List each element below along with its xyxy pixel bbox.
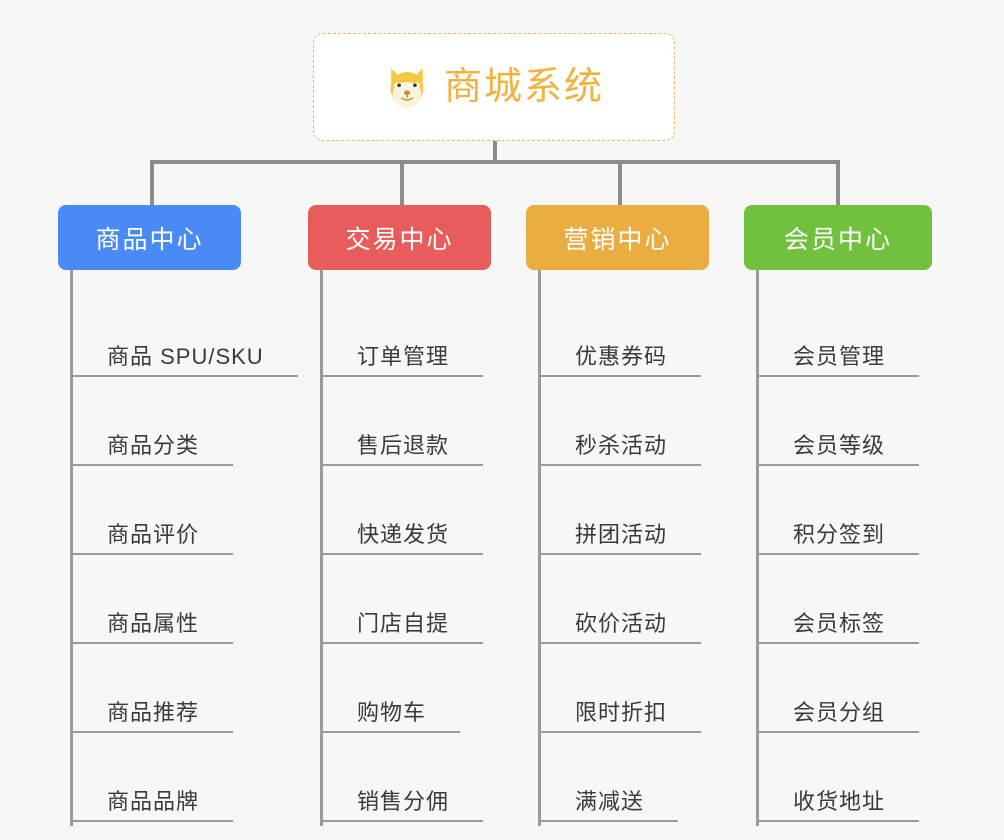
leaf-item[interactable]: 订单管理 bbox=[323, 292, 538, 381]
leaf-label: 快递发货 bbox=[323, 522, 484, 555]
category-header-2[interactable]: 交易中心 bbox=[308, 205, 491, 270]
connector-drop-2 bbox=[400, 160, 404, 208]
branch-column-1: 商品中心 商品 SPU/SKU 商品分类 商品评价 商品属性 商品推荐 商品品牌 bbox=[58, 205, 298, 826]
leaf-label: 优惠券码 bbox=[541, 344, 702, 377]
leaf-label: 收货地址 bbox=[759, 789, 920, 822]
leaf-label: 会员等级 bbox=[759, 433, 920, 466]
branch-column-2: 交易中心 订单管理 售后退款 快递发货 门店自提 购物车 销售分佣 bbox=[308, 205, 538, 826]
leaf-item[interactable]: 商品品牌 bbox=[73, 737, 288, 826]
leaf-label: 商品分类 bbox=[73, 433, 234, 466]
branch-column-3: 营销中心 优惠券码 秒杀活动 拼团活动 砍价活动 限时折扣 满减送 bbox=[526, 205, 756, 826]
leaf-item[interactable]: 快递发货 bbox=[323, 470, 538, 559]
category-label-1: 商品中心 bbox=[95, 225, 204, 254]
leaf-item[interactable]: 会员等级 bbox=[759, 381, 974, 470]
branch-trunk-1: 商品 SPU/SKU 商品分类 商品评价 商品属性 商品推荐 商品品牌 bbox=[70, 270, 298, 826]
leaf-label: 商品 SPU/SKU bbox=[73, 344, 298, 377]
leaf-item[interactable]: 销售分佣 bbox=[323, 737, 538, 826]
leaf-label: 会员管理 bbox=[759, 344, 920, 377]
leaf-item[interactable]: 满减送 bbox=[541, 737, 756, 826]
dog-face-icon bbox=[390, 68, 424, 108]
category-label-2: 交易中心 bbox=[345, 225, 454, 254]
leaf-item[interactable]: 优惠券码 bbox=[541, 292, 756, 381]
leaf-label: 拼团活动 bbox=[541, 522, 702, 555]
leaf-item[interactable]: 积分签到 bbox=[759, 470, 974, 559]
leaf-item[interactable]: 秒杀活动 bbox=[541, 381, 756, 470]
category-header-4[interactable]: 会员中心 bbox=[744, 205, 932, 270]
leaf-label: 商品推荐 bbox=[73, 700, 234, 733]
leaf-label: 订单管理 bbox=[323, 344, 484, 377]
leaf-item[interactable]: 商品 SPU/SKU bbox=[73, 292, 298, 381]
leaf-item[interactable]: 会员分组 bbox=[759, 648, 974, 737]
connector-drop-4 bbox=[836, 160, 840, 208]
connector-drop-1 bbox=[150, 160, 154, 208]
leaf-label: 秒杀活动 bbox=[541, 433, 702, 466]
leaf-item[interactable]: 限时折扣 bbox=[541, 648, 756, 737]
leaf-label: 商品属性 bbox=[73, 611, 234, 644]
branch-trunk-3: 优惠券码 秒杀活动 拼团活动 砍价活动 限时折扣 满减送 bbox=[538, 270, 756, 826]
leaf-label: 限时折扣 bbox=[541, 700, 702, 733]
leaf-item[interactable]: 商品评价 bbox=[73, 470, 288, 559]
leaf-label: 满减送 bbox=[541, 789, 679, 822]
leaf-item[interactable]: 收货地址 bbox=[759, 737, 974, 826]
leaf-item[interactable]: 商品分类 bbox=[73, 381, 288, 470]
category-header-3[interactable]: 营销中心 bbox=[526, 205, 709, 270]
leaf-label: 销售分佣 bbox=[323, 789, 484, 822]
leaf-item[interactable]: 商品推荐 bbox=[73, 648, 288, 737]
leaf-label: 积分签到 bbox=[759, 522, 920, 555]
leaf-item[interactable]: 商品属性 bbox=[73, 559, 288, 648]
leaf-item[interactable]: 会员管理 bbox=[759, 292, 974, 381]
leaf-item[interactable]: 砍价活动 bbox=[541, 559, 756, 648]
leaf-label: 商品评价 bbox=[73, 522, 234, 555]
root-node[interactable]: 商城系统 bbox=[313, 33, 675, 141]
leaf-item[interactable]: 购物车 bbox=[323, 648, 538, 737]
leaf-label: 会员分组 bbox=[759, 700, 920, 733]
leaf-item[interactable]: 会员标签 bbox=[759, 559, 974, 648]
connector-drop-3 bbox=[618, 160, 622, 208]
category-label-4: 会员中心 bbox=[783, 225, 892, 254]
connector-root-stem bbox=[493, 141, 497, 164]
leaf-label: 会员标签 bbox=[759, 611, 920, 644]
leaf-item[interactable]: 拼团活动 bbox=[541, 470, 756, 559]
leaf-label: 门店自提 bbox=[323, 611, 484, 644]
leaf-label: 售后退款 bbox=[323, 433, 484, 466]
leaf-item[interactable]: 售后退款 bbox=[323, 381, 538, 470]
branch-trunk-4: 会员管理 会员等级 积分签到 会员标签 会员分组 收货地址 bbox=[756, 270, 974, 826]
category-header-1[interactable]: 商品中心 bbox=[58, 205, 241, 270]
connector-horizontal-bus bbox=[150, 160, 840, 164]
leaf-label: 商品品牌 bbox=[73, 789, 234, 822]
leaf-label: 购物车 bbox=[323, 700, 461, 733]
leaf-label: 砍价活动 bbox=[541, 611, 702, 644]
branch-column-4: 会员中心 会员管理 会员等级 积分签到 会员标签 会员分组 收货地址 bbox=[744, 205, 974, 826]
leaf-item[interactable]: 门店自提 bbox=[323, 559, 538, 648]
branch-trunk-2: 订单管理 售后退款 快递发货 门店自提 购物车 销售分佣 bbox=[320, 270, 538, 826]
category-label-3: 营销中心 bbox=[563, 225, 672, 254]
root-title: 商城系统 bbox=[443, 66, 604, 108]
